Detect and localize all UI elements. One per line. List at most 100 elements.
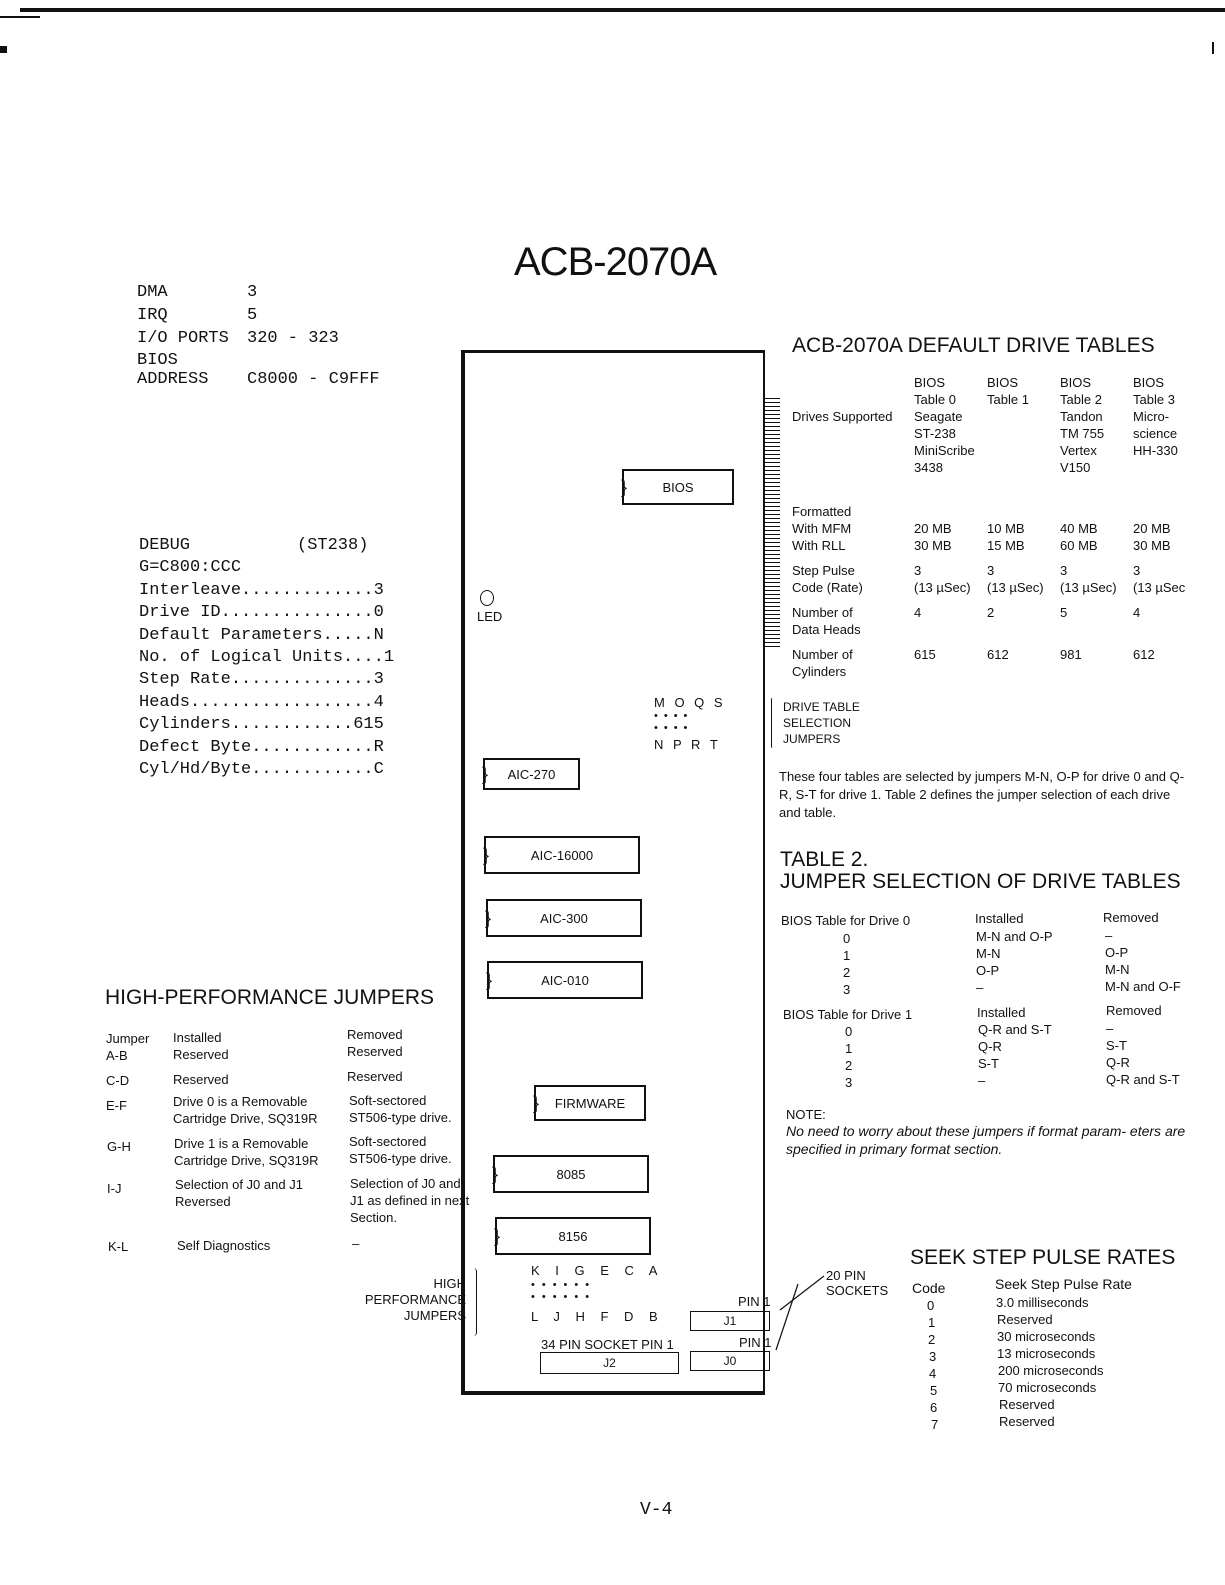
debug-model: (ST238) (297, 536, 369, 555)
t2-cell: S-T (1106, 1038, 1127, 1053)
hp-jumper-dots: •••••••••••• (531, 1279, 597, 1303)
hp-cell: Soft-sectored ST506-type drive. (349, 1134, 452, 1166)
hp-cell: Soft-sectored ST506-type drive. (349, 1093, 452, 1125)
t2-cell: 3 (843, 982, 851, 997)
drive-jumper-labels-top: M O Q S (654, 695, 726, 710)
seek-code: 3 (929, 1349, 937, 1364)
t2-cell: 2 (845, 1058, 853, 1073)
debug-line: Heads..................4 (139, 693, 384, 712)
hp-cell: A-B (106, 1048, 128, 1063)
hp-col-header: Jumper (106, 1031, 150, 1046)
chip-label: 8085 (556, 1166, 586, 1182)
chip-label: AIC-300 (540, 910, 588, 926)
hp-col-header: Installed (173, 1030, 222, 1045)
hp-cell: Reserved (347, 1044, 403, 1059)
punch-mark (0, 46, 7, 53)
dt-cell: 20 MB 30 MB (1133, 521, 1171, 553)
chip-label: AIC-16000 (530, 847, 594, 863)
seek-rate: 70 microseconds (998, 1380, 1097, 1395)
t2-removed-header: Removed (1106, 1003, 1162, 1018)
dt-cell: 3 (13 µSec) (987, 563, 1044, 595)
t2-cell: M-N and O-F (1105, 979, 1181, 994)
dt-cell: 612 (987, 647, 1009, 662)
hp-cell: K-L (108, 1239, 129, 1254)
t2-cell: 0 (843, 931, 851, 946)
seek-col-header: Code (912, 1280, 946, 1296)
led-label: LED (477, 609, 503, 624)
pin1-label-j1: PIN 1 (738, 1294, 771, 1309)
hp-jumper-labels-top: K I G E C A (531, 1263, 664, 1278)
config-value: 3 (247, 283, 258, 302)
hp-cell: G-H (107, 1139, 131, 1154)
dt-cell: 3 (13 µSec) (914, 563, 971, 595)
debug-command: G=C800:CCC (139, 558, 242, 577)
dt-cell: 615 (914, 647, 936, 662)
table2-heading: TABLE 2. (780, 848, 869, 871)
t2-drive0-label: BIOS Table for Drive 0 (781, 913, 911, 928)
dt-col-header: BIOS Table 0 (914, 375, 956, 407)
chip-8156: }8156 (494, 1217, 651, 1255)
hp-cell: E-F (106, 1098, 127, 1113)
aic270-chip: }AIC-270 (482, 758, 580, 790)
dt-cell: 3 (13 µSec) (1060, 563, 1117, 595)
top-scan-rule (20, 8, 1225, 12)
socket-label: J2 (603, 1356, 616, 1370)
t2-cell: M-N (976, 946, 1001, 961)
socket-34-label: 34 PIN SOCKET PIN 1 (541, 1337, 674, 1352)
dt-col-header: BIOS Table 3 (1133, 375, 1175, 407)
t2-cell: S-T (978, 1056, 999, 1071)
seek-rate: Reserved (999, 1397, 1055, 1412)
chip-label: 8156 (558, 1228, 588, 1244)
circuit-board-outline (461, 350, 765, 1395)
dt-row-label: Number of Cylinders (792, 647, 853, 679)
page-title: ACB-2070A (514, 240, 717, 284)
seek-col-header: Seek Step Pulse Rate (995, 1276, 1132, 1292)
dt-row-label: Formatted With MFM With RLL (792, 504, 852, 553)
dt-cell: 10 MB 15 MB (987, 521, 1025, 553)
debug-line: Cylinders............615 (139, 715, 384, 734)
dt-cell: 40 MB 60 MB (1060, 521, 1098, 553)
seek-rate: 30 microseconds (997, 1329, 1096, 1344)
debug-line: No. of Logical Units....1 (139, 648, 395, 667)
bios-chip: }BIOS (621, 469, 734, 505)
dt-cell: 981 (1060, 647, 1082, 662)
t2-removed-header: Removed (1103, 910, 1159, 925)
socket-label: J0 (723, 1354, 737, 1368)
hp-jumpers-callout: HIGH PERFORMANCE JUMPERS (364, 1276, 466, 1323)
chip-notch-icon: } (492, 1164, 499, 1184)
config-key: BIOS ADDRESS (137, 351, 209, 389)
hp-jumpers-heading: HIGH-PERFORMANCE JUMPERS (105, 986, 435, 1009)
chip-label: FIRMWARE (554, 1095, 626, 1111)
t2-cell: – (976, 980, 984, 995)
t2-installed-header: Installed (975, 911, 1024, 926)
hp-jumper-labels-bottom: L J H F D B (531, 1309, 664, 1324)
page-number: V-4 (640, 1500, 673, 1520)
firmware-chip: }FIRMWARE (533, 1085, 646, 1121)
t2-cell: O-P (976, 963, 1000, 978)
t2-cell: – (1106, 1021, 1114, 1036)
hp-cell: Drive 0 is a Removable Cartridge Drive, … (173, 1094, 318, 1126)
t2-cell: Q-R (1106, 1055, 1130, 1070)
dt-cell: 2 (987, 605, 995, 620)
dt-row-label: Step Pulse Code (Rate) (792, 563, 863, 595)
j1-socket: J1 (690, 1311, 770, 1331)
config-value: C8000 - C9FFF (247, 370, 380, 389)
hp-col-header: Removed (347, 1027, 403, 1042)
chip-notch-icon: } (483, 845, 490, 865)
t2-cell: O-P (1105, 945, 1129, 960)
t2-cell: Q-R and S-T (1106, 1072, 1180, 1087)
dt-col-header: BIOS Table 2 (1060, 375, 1102, 407)
aic010-chip: }AIC-010 (486, 961, 643, 999)
seek-rate: 200 microseconds (998, 1363, 1104, 1378)
debug-line: Default Parameters.....N (139, 626, 384, 645)
dt-cell: 20 MB 30 MB (914, 521, 952, 553)
config-key: I/O PORTS (137, 329, 229, 348)
drive-jumper-labels-bottom: N P R T (654, 737, 721, 752)
seek-code: 2 (928, 1332, 936, 1347)
chip-label: BIOS (662, 479, 694, 495)
seek-rates-heading: SEEK STEP PULSE RATES (910, 1246, 1176, 1269)
dt-cell: 612 (1133, 647, 1155, 662)
t2-cell: Q-R and S-T (978, 1022, 1052, 1037)
